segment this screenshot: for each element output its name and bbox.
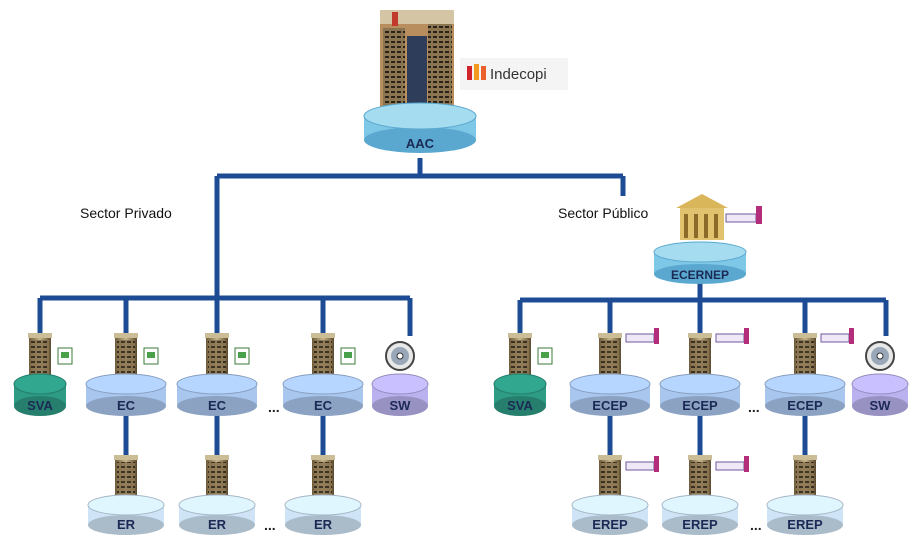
public-node-2-label: ECEP bbox=[592, 398, 628, 413]
public-node-4: ECEP bbox=[764, 328, 854, 416]
private-child-3-label: ER bbox=[314, 517, 333, 532]
connector-lines bbox=[37, 158, 889, 460]
private-ellipsis-bottom: ... bbox=[264, 517, 276, 533]
public-node-1: SVA bbox=[493, 333, 553, 416]
public-ellipsis-bottom: ... bbox=[750, 517, 762, 533]
private-node-4: EC bbox=[282, 333, 364, 416]
private-node-4-label: EC bbox=[314, 398, 333, 413]
public-node-5-label: SW bbox=[870, 398, 892, 413]
public-child-2-label: EREP bbox=[682, 517, 718, 532]
root-node: Indecopi AAC bbox=[363, 10, 568, 153]
private-child-2-label: ER bbox=[208, 517, 227, 532]
certificate-icon bbox=[725, 206, 762, 224]
public-ellipsis-top: ... bbox=[748, 399, 760, 415]
private-node-2: EC bbox=[85, 333, 167, 416]
private-node-3-label: EC bbox=[208, 398, 227, 413]
public-root-building-icon bbox=[676, 194, 728, 240]
indecopi-logo: Indecopi bbox=[460, 58, 568, 90]
public-sector-label: Sector Público bbox=[558, 205, 648, 221]
public-node-2: ECEP bbox=[569, 328, 659, 416]
private-ellipsis-top: ... bbox=[268, 399, 280, 415]
public-node-5: SW bbox=[851, 341, 909, 416]
public-root-node: ECERNEP bbox=[653, 194, 762, 284]
public-root-label: ECERNEP bbox=[671, 268, 729, 282]
public-child-1-label: EREP bbox=[592, 517, 628, 532]
public-child-1: EREP bbox=[571, 455, 659, 535]
public-node-3-label: ECEP bbox=[682, 398, 718, 413]
root-building-photo bbox=[380, 10, 454, 110]
public-node-1-label: SVA bbox=[507, 398, 533, 413]
public-child-2: EREP bbox=[661, 455, 749, 535]
private-node-1: SVA bbox=[13, 333, 73, 416]
private-node-3: EC bbox=[176, 333, 258, 416]
private-node-5: SW bbox=[371, 341, 429, 416]
private-sector-label: Sector Privado bbox=[80, 205, 172, 221]
root-label: AAC bbox=[406, 136, 435, 151]
public-node-3: ECEP bbox=[659, 328, 749, 416]
private-child-3: ER bbox=[284, 455, 362, 535]
root-disk: AAC bbox=[363, 102, 477, 153]
public-child-3-label: EREP bbox=[787, 517, 823, 532]
private-child-1-label: ER bbox=[117, 517, 136, 532]
node-layer: SVA EC EC EC SW SVA ECEP ECEP ECEP SW ER ER ER EREP ER… bbox=[13, 328, 909, 535]
public-child-3: EREP bbox=[766, 455, 844, 535]
private-node-5-label: SW bbox=[390, 398, 412, 413]
private-node-1-label: SVA bbox=[27, 398, 53, 413]
brand-text: Indecopi bbox=[490, 66, 547, 83]
private-child-1: ER bbox=[87, 455, 165, 535]
private-child-2: ER bbox=[178, 455, 256, 535]
public-node-4-label: ECEP bbox=[787, 398, 823, 413]
private-node-2-label: EC bbox=[117, 398, 136, 413]
